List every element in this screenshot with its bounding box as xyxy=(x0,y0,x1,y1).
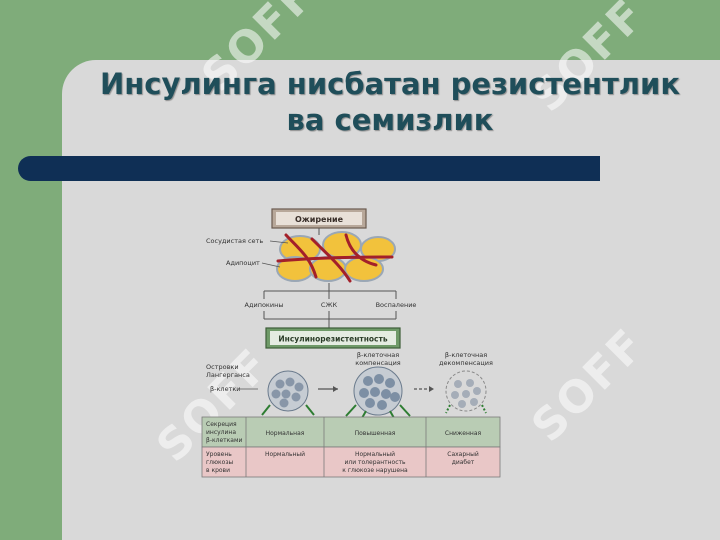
diagram-svg: Ожирение Сосудистая сеть Адипоцит Адипок… xyxy=(201,208,501,478)
secretion-label-3: β-клетками xyxy=(206,437,242,444)
obesity-label: Ожирение xyxy=(295,215,344,224)
compensation-label-1: β-клеточная xyxy=(357,351,399,359)
title-line-2: ва семизлик xyxy=(286,103,494,137)
islet-normal xyxy=(267,370,309,412)
glucose-normal: Нормальный xyxy=(265,451,305,458)
title-underline-band xyxy=(18,156,600,181)
islets-label-2: Лангерганса xyxy=(206,371,250,379)
obesity-box-inner xyxy=(276,212,362,225)
islet-decompensation xyxy=(445,370,487,412)
decompensation-label-1: β-клеточная xyxy=(445,351,487,359)
title-line-1: Инсулинга нисбатан резистентлик xyxy=(99,67,681,101)
decompensation-label-2: декомпенсация xyxy=(439,359,493,367)
glucose-row xyxy=(201,446,501,478)
adipokines-label: Адипокины xyxy=(245,301,284,309)
glucose-label-1: Уровень xyxy=(206,451,232,458)
ffa-label: СЖК xyxy=(321,301,338,309)
glucose-label-2: глюкозы xyxy=(206,459,234,466)
glucose-diabetes-2: диабет xyxy=(452,459,475,466)
islets-label-1: Островки xyxy=(206,363,239,371)
slide-title: Инсулинга нисбатан резистентлик ва семиз… xyxy=(70,66,710,138)
secretion-label-2: инсулина xyxy=(206,429,236,436)
glucose-impaired-1: Нормальный xyxy=(355,451,395,458)
glucose-impaired-2: или толерантность xyxy=(344,459,406,466)
compensation-label-2: компенсация xyxy=(355,359,401,367)
vascular-net-label: Сосудистая сеть xyxy=(206,237,263,245)
secretion-normal: Нормальная xyxy=(266,430,305,437)
insulin-resistance-label: Инсулинорезистентность xyxy=(278,335,387,344)
top-left-green-bar xyxy=(0,0,250,62)
secretion-decreased: Сниженная xyxy=(445,430,482,437)
islet-compensation xyxy=(353,366,403,416)
glucose-impaired-3: к глюкозе нарушена xyxy=(342,467,408,474)
beta-cells-label: β-клетки xyxy=(210,385,241,393)
inflammation-label: Воспаление xyxy=(376,301,417,309)
adipocyte-cluster xyxy=(276,231,396,283)
obesity-insulin-resistance-diagram: Ожирение Сосудистая сеть Адипоцит Адипок… xyxy=(200,205,510,480)
arrow-head xyxy=(333,386,338,392)
adipocyte-label: Адипоцит xyxy=(226,259,260,267)
glucose-diabetes-1: Сахарный xyxy=(447,451,479,458)
secretion-label-1: Секреция xyxy=(206,421,237,428)
pointer-line xyxy=(269,240,289,244)
pointer-line xyxy=(261,262,281,268)
glucose-label-3: в крови xyxy=(206,467,230,474)
secretion-row xyxy=(201,416,501,448)
insulin-resistance-box-inner xyxy=(270,331,396,345)
arrow-head xyxy=(429,386,434,392)
secretion-increased: Повышенная xyxy=(355,430,396,437)
